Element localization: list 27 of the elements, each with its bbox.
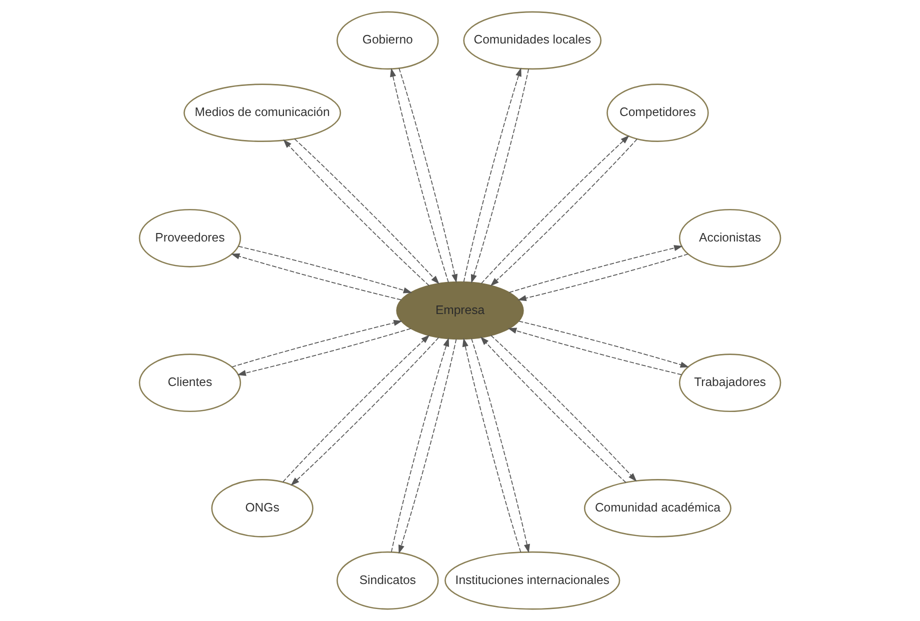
arrow [471,338,530,554]
node-ellipse: Comunidad académica [584,479,732,538]
arrow [508,328,682,376]
arrow [508,245,683,293]
node-ellipse: Accionistas [678,208,782,268]
arrow [237,328,412,376]
node-ellipse: Gobierno [336,11,439,70]
arrow [390,338,450,552]
node-ellipse: Medios de comunicación [184,84,342,142]
arrow [518,254,689,302]
arrow [231,320,402,368]
node-ellipse: Sindicatos [336,551,439,610]
node-ellipse: ONGs [211,479,314,538]
arrow [390,68,449,283]
node-ellipse: Comunidades locales [463,11,602,70]
arrow [470,68,530,284]
arrow [518,320,690,368]
node-ellipse: Empresa [396,281,524,340]
arrow [463,68,522,282]
arrow [238,246,412,294]
arrow [462,338,522,553]
arrow [398,338,457,554]
node-ellipse: Competidores [606,84,709,142]
node-ellipse: Clientes [138,354,242,412]
arrow [230,253,402,300]
arrow [398,68,458,283]
node-ellipse: Instituciones internacionales [444,551,620,610]
